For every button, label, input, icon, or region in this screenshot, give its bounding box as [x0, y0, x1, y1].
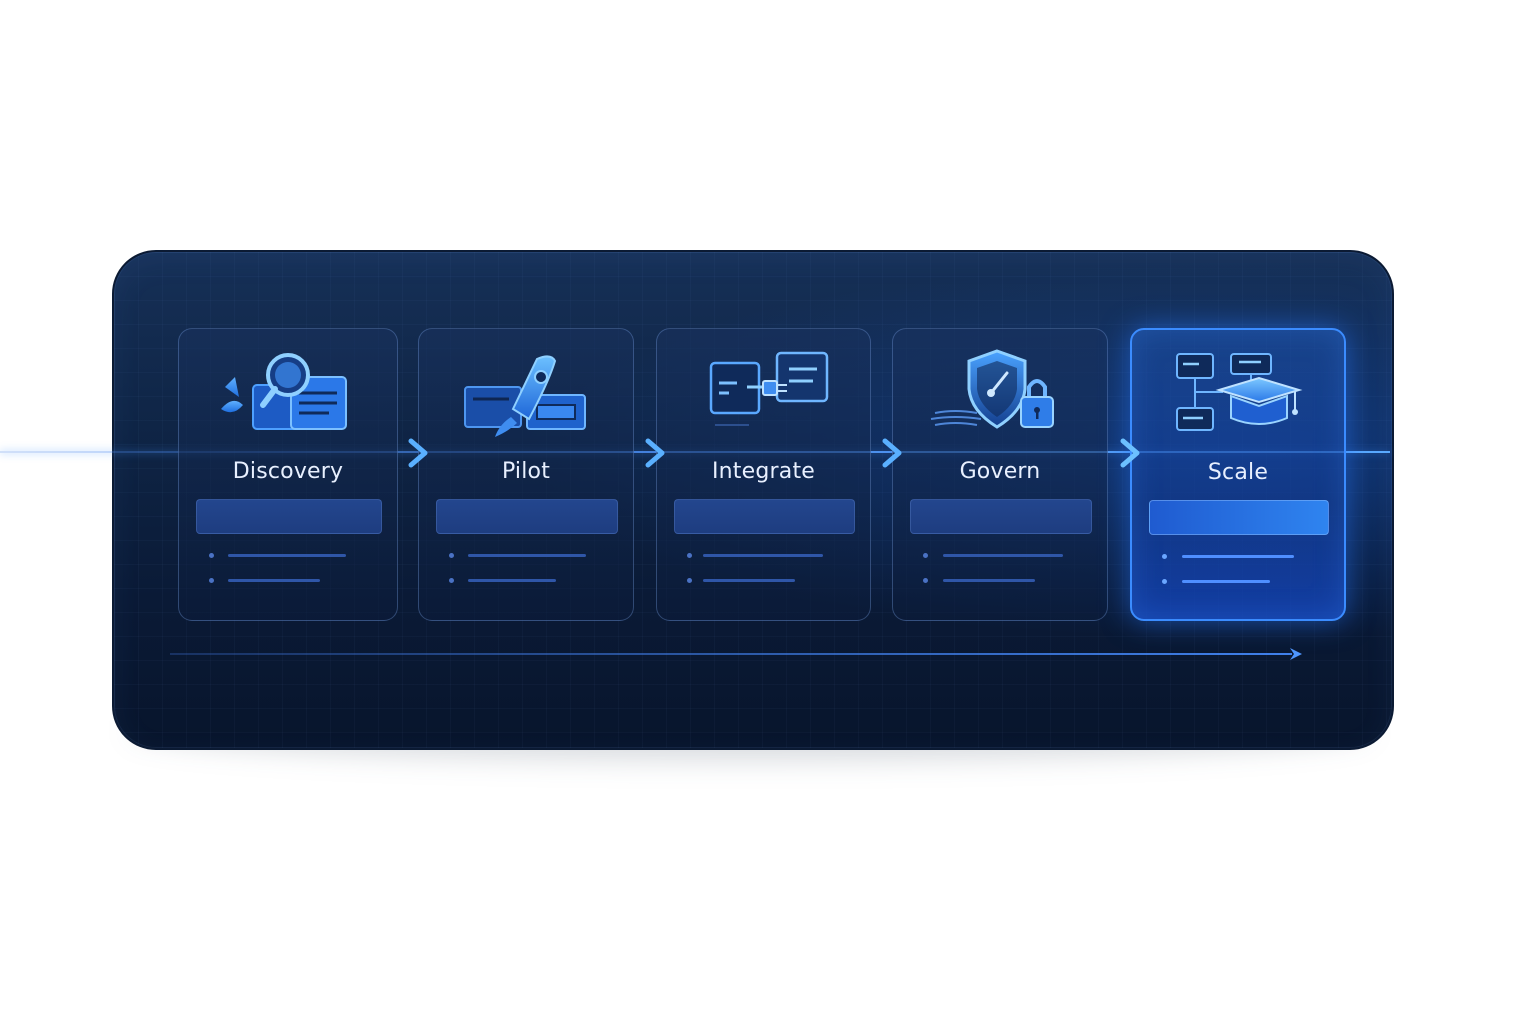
stage-progress-bar	[910, 499, 1092, 534]
stage-title: Integrate	[711, 459, 816, 484]
stage-title: Discovery	[232, 459, 344, 484]
bullet-line	[703, 554, 823, 557]
bullet	[687, 578, 692, 583]
stage-progress-bar	[674, 499, 855, 534]
magnifier-document-icon	[179, 347, 397, 437]
bullet	[209, 553, 214, 558]
bullet-line	[468, 554, 586, 557]
stage-title: Govern	[959, 459, 1041, 484]
bullet	[687, 553, 692, 558]
stage-card-govern[interactable]: Govern	[892, 328, 1108, 621]
bullet-line	[1182, 555, 1294, 558]
shield-lock-icon	[893, 347, 1107, 437]
arrow-right-icon	[1290, 648, 1302, 660]
timeline-line	[170, 653, 1292, 655]
rocket-icon	[419, 347, 633, 437]
bullet-line	[703, 579, 795, 582]
chevron-right-icon	[882, 438, 902, 468]
stage-title: Pilot	[501, 459, 551, 484]
connector-icon	[657, 347, 870, 437]
bullet	[449, 553, 454, 558]
stage-card-pilot[interactable]: Pilot	[418, 328, 634, 621]
bullet	[209, 578, 214, 583]
bullet-line	[1182, 580, 1270, 583]
bullet-line	[228, 579, 320, 582]
bullet	[923, 578, 928, 583]
graduation-cap-network-icon	[1132, 348, 1344, 438]
stage-card-discovery[interactable]: Discovery	[178, 328, 398, 621]
chevron-right-icon	[645, 438, 665, 468]
bullet	[1162, 579, 1167, 584]
stage-progress-bar	[1149, 500, 1329, 535]
chevron-right-icon	[408, 438, 428, 468]
stage-card-scale[interactable]: Scale	[1130, 328, 1346, 621]
bullet-line	[943, 579, 1035, 582]
chevron-right-icon	[1120, 438, 1140, 468]
bullet	[923, 553, 928, 558]
bullet-line	[943, 554, 1063, 557]
bullet-line	[228, 554, 346, 557]
stage-progress-bar	[196, 499, 382, 534]
stage-progress-bar	[436, 499, 618, 534]
bullet	[1162, 554, 1167, 559]
stage-card-integrate[interactable]: Integrate	[656, 328, 871, 621]
stage-title: Scale	[1207, 460, 1269, 485]
bullet	[449, 578, 454, 583]
bullet-line	[468, 579, 556, 582]
